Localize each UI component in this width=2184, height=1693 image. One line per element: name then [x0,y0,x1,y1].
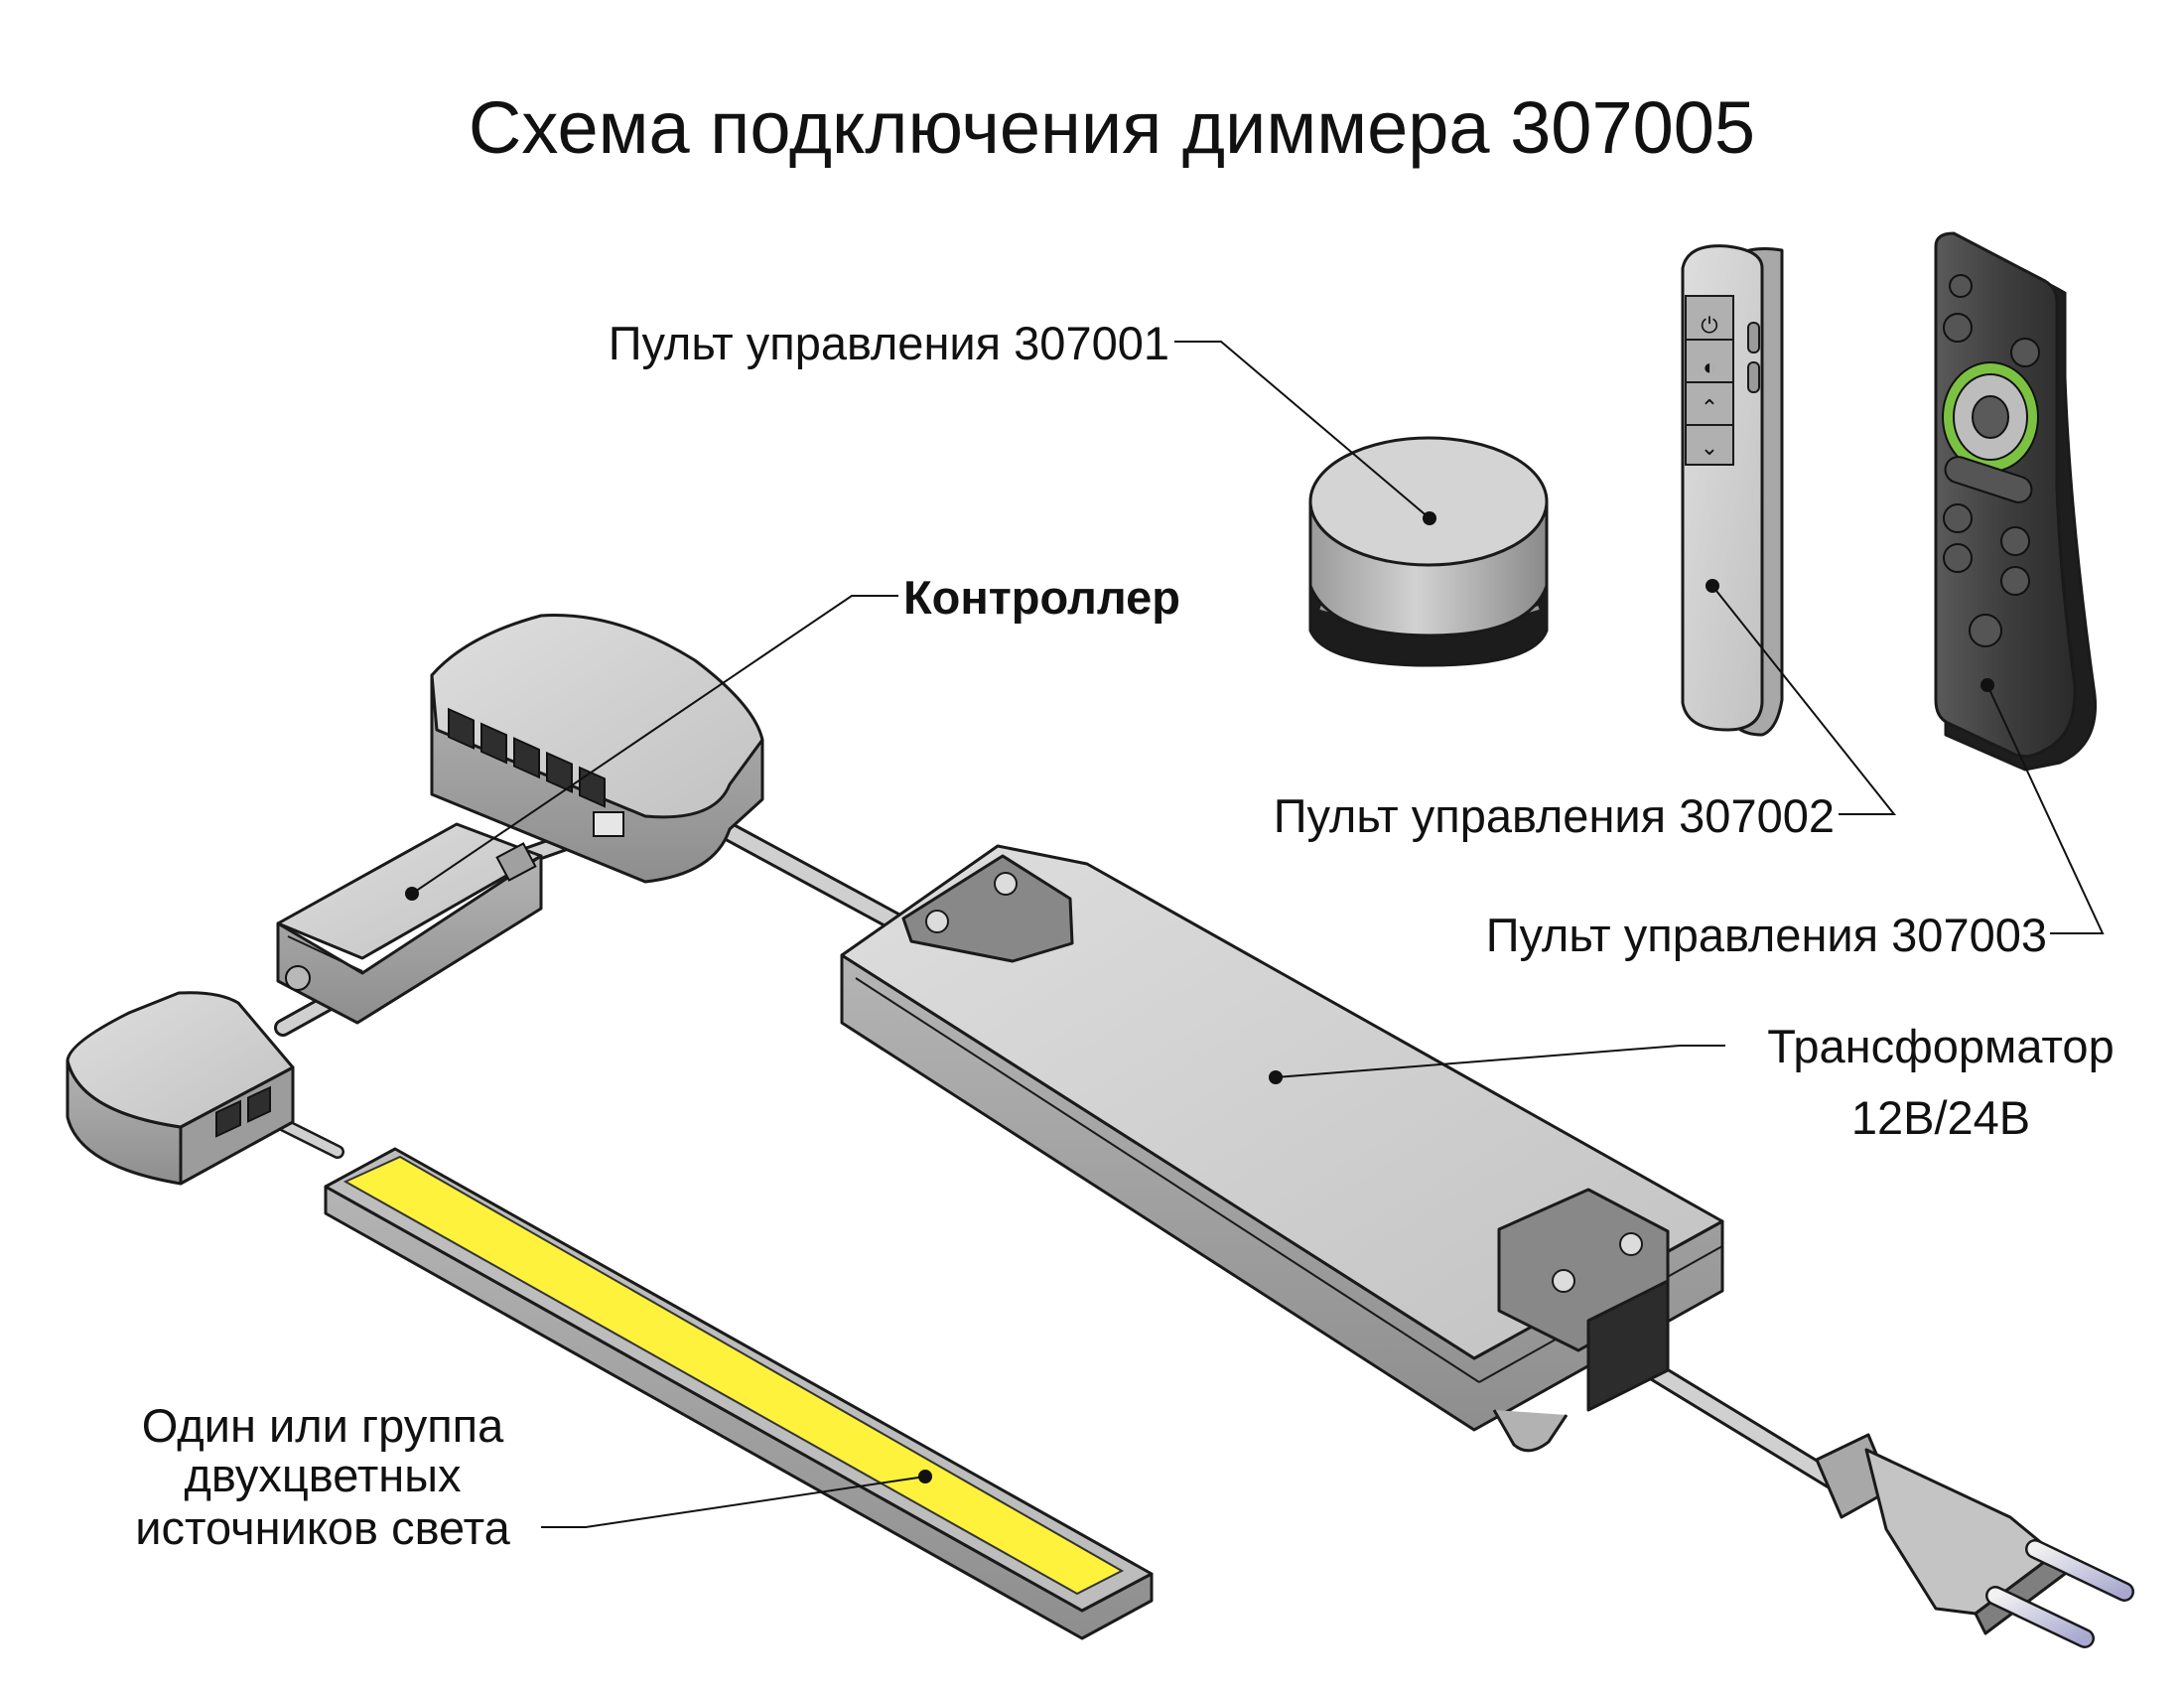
zone-2-on-icon [1943,543,1973,573]
brightness-icon: ◐ [1703,354,1715,379]
screw-icon [1552,1269,1575,1293]
chevron-down-icon: ⌄ [1701,435,1718,460]
junction-box [66,991,295,1186]
label-light-line1: Один или группа [142,1399,504,1452]
label-remote-307002: Пульт управления 307002 [1274,789,1835,842]
remote-307001 [1308,436,1549,667]
label-remote-307001: Пульт управления 307001 [609,317,1169,369]
zone-1-on-icon [1943,503,1973,533]
pairing-button-icon [285,965,311,991]
label-transformer-line1: Трансформатор [1767,1020,2114,1072]
transformer [840,844,1724,1453]
screw-icon [925,910,949,933]
chevron-up-icon: ⌃ [1701,395,1718,420]
power-off-icon [1943,313,1973,343]
led-diffuser [342,1155,1125,1596]
controller-receiver [276,822,543,1025]
power-on-icon [2010,338,2040,367]
label-controller: Контроллер [903,571,1180,624]
label-light-line3: источников света [135,1501,510,1554]
rotary-knob [1308,436,1549,567]
zone-2-off-icon [2000,566,2030,596]
label-transformer-line2: 12В/24В [1851,1091,2030,1144]
zone-1-off-icon [2000,526,2030,556]
remote-307003 [1934,231,2098,772]
power-plug [1815,1433,2134,1648]
power-icon: ⏻ [1701,313,1717,338]
screw-icon [994,872,1018,896]
label-remote-307003: Пульт управления 307003 [1486,909,2047,961]
mode-button-icon [1972,395,2009,439]
remote-307002: ⏻ ◐ ⌃ ⌄ [1681,244,1784,737]
menu-button-icon [1949,274,1973,298]
rj-ports [448,707,606,808]
cct-slider-button [1944,456,2033,503]
led-light-bar [324,1147,1154,1640]
leader-lines [405,341,2105,1528]
diagram-title: Схема подключения диммера 307005 [469,86,1755,169]
label-light-line2: двухцветных [184,1449,461,1501]
screw-icon [1619,1232,1643,1256]
sleep-button-icon [1969,614,2002,647]
